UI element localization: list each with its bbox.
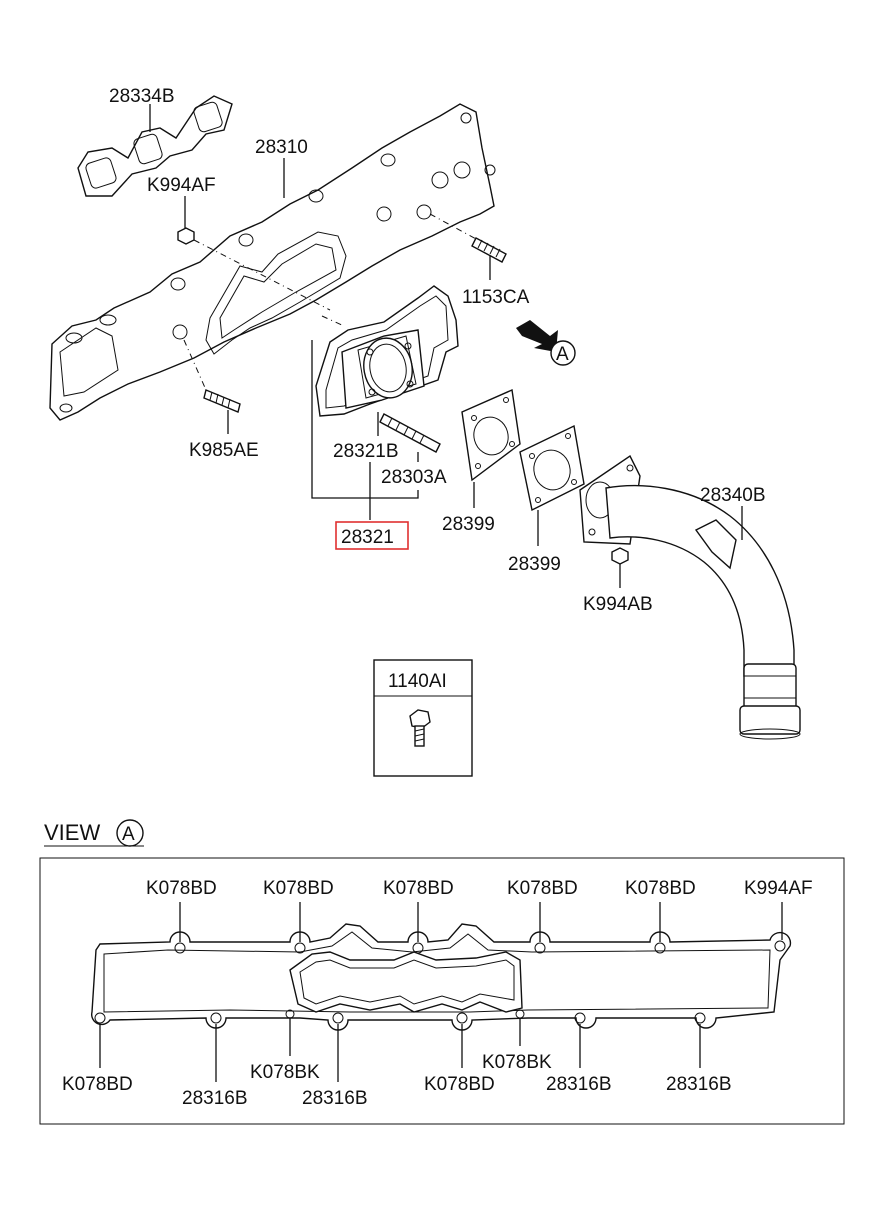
view-bottom-label-6: K078BK bbox=[482, 1052, 552, 1073]
label-1153ca: 1153CA bbox=[462, 287, 530, 308]
label-k994af: K994AF bbox=[147, 175, 216, 196]
view-bottom-label-3: K078BK bbox=[250, 1062, 320, 1083]
stud-28303a bbox=[321, 315, 441, 453]
stud-k985ae bbox=[203, 389, 241, 413]
view-top-label-3: K078BD bbox=[383, 878, 454, 899]
nut-k994ab bbox=[611, 547, 629, 565]
view-bottom-label-4: 28316B bbox=[302, 1088, 368, 1109]
gasket-28334b bbox=[77, 95, 233, 197]
view-title: VIEW bbox=[44, 820, 100, 845]
view-bottom-label-7: 28316B bbox=[546, 1074, 612, 1095]
view-top-label-1: K078BD bbox=[146, 878, 217, 899]
label-28399-a: 28399 bbox=[442, 514, 495, 535]
label-arrow-a: A bbox=[556, 344, 569, 365]
label-28303a: 28303A bbox=[381, 467, 447, 488]
gasket-28399-a bbox=[461, 388, 521, 482]
view-a-frame bbox=[39, 857, 845, 1125]
label-28321[interactable]: 28321 bbox=[341, 527, 394, 548]
view-top-label-6: K994AF bbox=[744, 878, 813, 899]
manifold-28310 bbox=[49, 103, 496, 421]
view-arrow bbox=[516, 320, 558, 352]
view-a-circle bbox=[550, 340, 576, 366]
label-1140ai: 1140AI bbox=[388, 671, 447, 692]
view-top-label-5: K078BD bbox=[625, 878, 696, 899]
label-28321b: 28321B bbox=[333, 441, 399, 462]
label-k994ab: K994AB bbox=[583, 594, 653, 615]
view-bottom-label-5: K078BD bbox=[424, 1074, 495, 1095]
view-bottom-label-2: 28316B bbox=[182, 1088, 248, 1109]
bolt-box-1140ai bbox=[373, 659, 473, 777]
label-28340b: 28340B bbox=[700, 485, 766, 506]
gasket-28399-b bbox=[519, 424, 585, 512]
view-a-gasket bbox=[91, 923, 792, 1031]
highlight-box-28321[interactable] bbox=[335, 521, 409, 550]
view-bottom-label-1: K078BD bbox=[62, 1074, 133, 1095]
label-28399-b: 28399 bbox=[508, 554, 561, 575]
view-title-circle-letter: A bbox=[122, 824, 135, 845]
label-28310: 28310 bbox=[255, 137, 308, 158]
view-bottom-label-8: 28316B bbox=[666, 1074, 732, 1095]
label-28334b: 28334B bbox=[109, 86, 175, 107]
flange-gasket-28321b bbox=[315, 285, 459, 417]
view-top-label-2: K078BD bbox=[263, 878, 334, 899]
view-top-label-4: K078BD bbox=[507, 878, 578, 899]
stud-1153ca bbox=[471, 237, 507, 263]
label-k985ae: K985AE bbox=[189, 440, 259, 461]
nut-k994af bbox=[177, 227, 195, 245]
pipe-28340b bbox=[579, 454, 801, 740]
